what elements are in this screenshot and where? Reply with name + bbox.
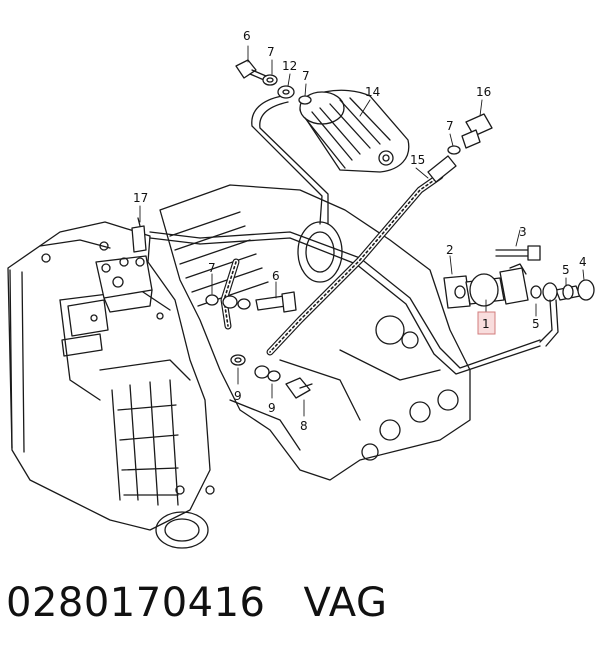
hardware-drawing xyxy=(205,59,595,399)
fuel-filter-drawing xyxy=(299,89,410,173)
callout-15: 15 xyxy=(410,153,425,167)
callout-2: 2 xyxy=(446,243,454,257)
callout-7-b: 7 xyxy=(302,69,310,83)
exploded-parts-diagram: 6 7 12 7 14 16 7 15 17 2 3 7 6 5 4 5 1 9… xyxy=(7,29,595,549)
part-info-footer: 0280170416 VAG xyxy=(6,568,596,638)
leader-lines xyxy=(139,45,585,417)
callout-9-right: 9 xyxy=(268,401,276,415)
distributor-drawing xyxy=(95,217,153,313)
highlight-box-part-1 xyxy=(477,311,496,335)
part-1-drawing xyxy=(443,263,529,309)
callout-5-right: 5 xyxy=(562,263,570,277)
callout-7-d: 7 xyxy=(208,261,216,275)
callout-4: 4 xyxy=(579,255,587,269)
callout-5-lower: 5 xyxy=(532,317,540,331)
callout-9-left: 9 xyxy=(234,389,242,403)
brand-name: VAG xyxy=(303,580,388,626)
intake-manifold-drawing xyxy=(159,184,471,481)
part-number: 0280170416 xyxy=(6,580,266,626)
callout-17: 17 xyxy=(133,191,148,205)
callout-6-center: 6 xyxy=(272,269,280,283)
callout-labels: 6 7 12 7 14 16 7 15 17 2 3 7 6 5 4 5 1 9… xyxy=(133,29,587,433)
callout-1: 1 xyxy=(482,317,490,331)
callout-3: 3 xyxy=(519,225,527,239)
callout-12: 12 xyxy=(282,59,297,73)
callout-8: 8 xyxy=(300,419,308,433)
callout-14: 14 xyxy=(365,85,380,99)
engine-block-drawing xyxy=(7,221,215,549)
callout-7-a: 7 xyxy=(267,45,275,59)
callout-7-c: 7 xyxy=(446,119,454,133)
callout-16: 16 xyxy=(476,85,491,99)
callout-6-top: 6 xyxy=(243,29,251,43)
